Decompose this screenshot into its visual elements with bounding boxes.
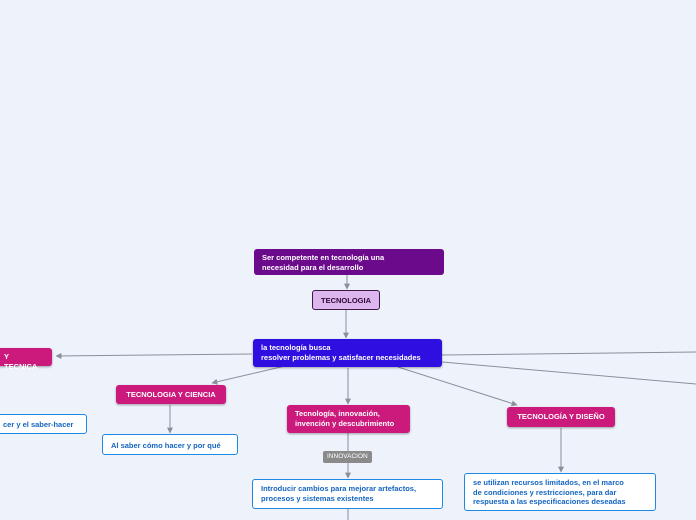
edge-busca-to-offscreen-2 xyxy=(441,361,696,385)
tag-innovacion[interactable]: INNOVACION xyxy=(323,451,372,463)
node-saber-hacer[interactable]: cer y el saber-hacer xyxy=(0,414,87,434)
edge-busca-to-offscreen-1 xyxy=(441,351,696,356)
node-tecnologia-diseno[interactable]: TECNOLOGÍA Y DISEÑO xyxy=(507,407,615,427)
edge-busca-to-tecnica xyxy=(55,352,253,359)
node-tecnica[interactable]: Y TECNICA xyxy=(0,348,52,371)
edge-busca-to-diseno xyxy=(397,366,518,407)
node-recursos[interactable]: se utilizan recursos limitados, en el ma… xyxy=(464,473,656,511)
node-innovacion-branch[interactable]: Tecnología, innovación, invención y desc… xyxy=(287,405,410,433)
edge-busca-to-ciencia xyxy=(211,365,286,385)
node-introducir[interactable]: Introducir cambios para mejorar artefact… xyxy=(252,479,443,509)
node-ser-competente[interactable]: Ser competente en tecnología una necesid… xyxy=(254,249,444,275)
node-tecnologia-busca[interactable]: la tecnología busca resolver problemas y… xyxy=(253,339,442,367)
node-tecnologia[interactable]: TECNOLOGIA xyxy=(312,290,380,310)
node-al-saber[interactable]: Al saber cómo hacer y por qué xyxy=(102,434,238,455)
node-tecnologia-ciencia[interactable]: TECNOLOGIA Y CIENCIA xyxy=(116,385,226,404)
